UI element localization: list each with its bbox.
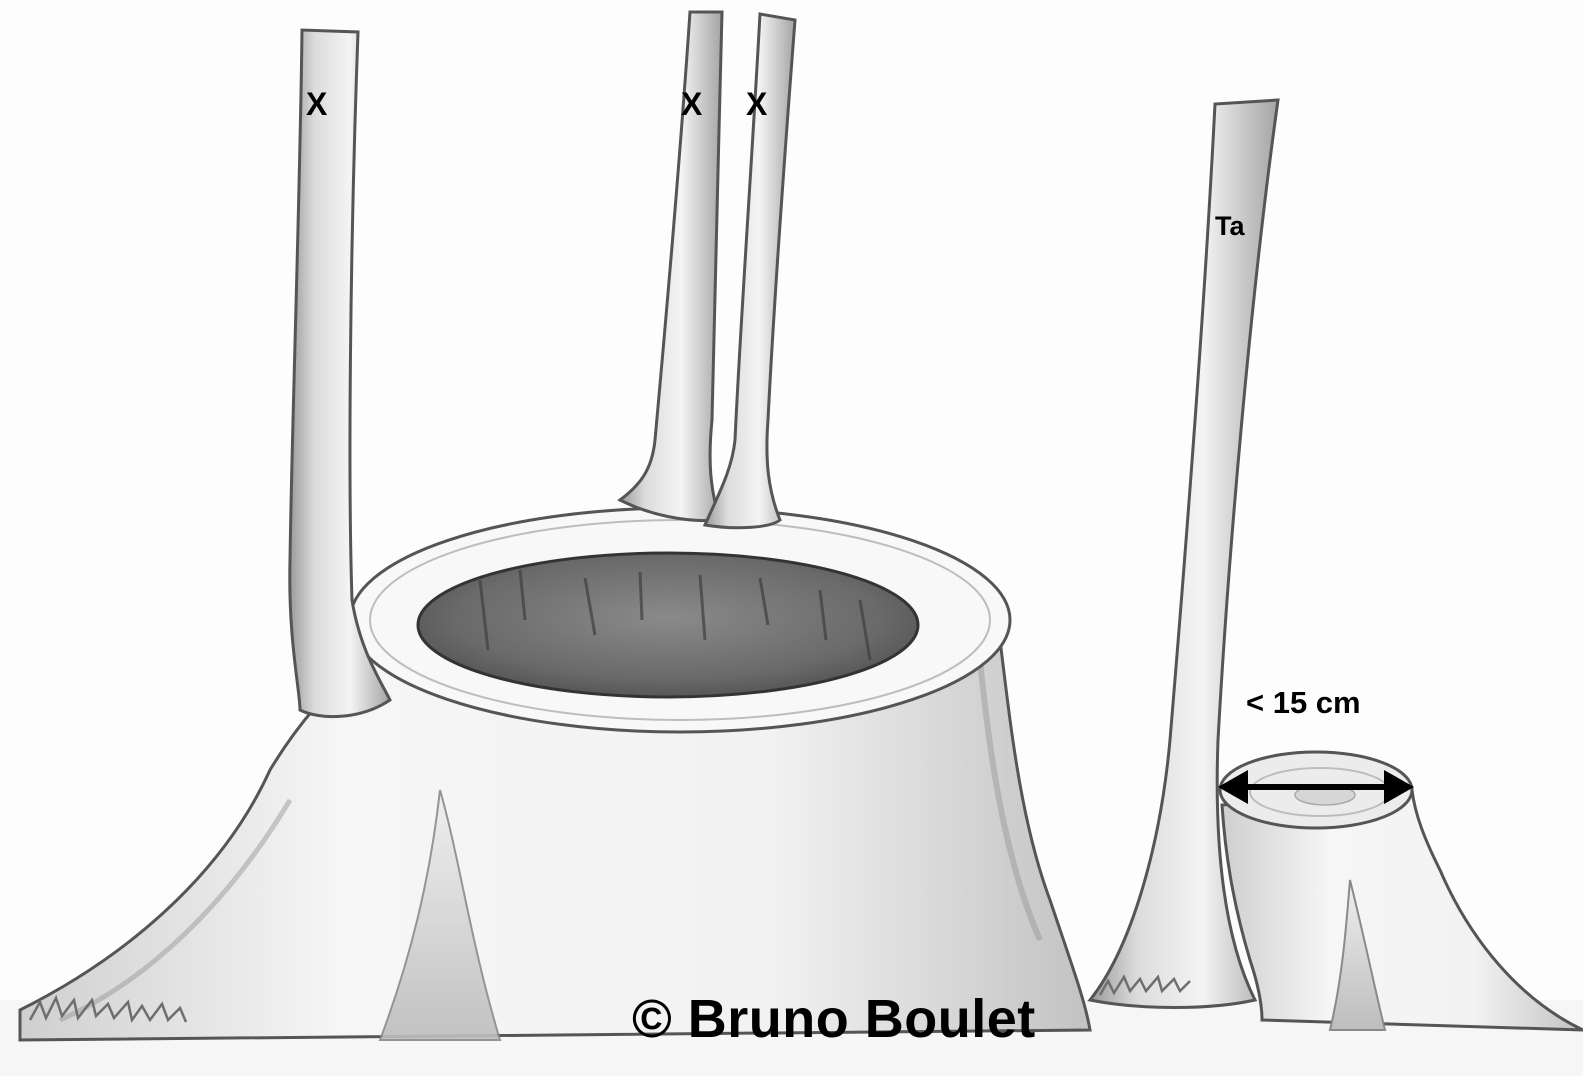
large-hollow-stump [20,508,1090,1040]
stump-hollow [418,553,918,697]
copyright-credit: © Bruno Boulet [632,988,1036,1050]
stem-middle-pair [620,12,795,528]
stem-middle-right-label: X [746,86,767,123]
stem-middle-left-label: X [681,86,702,123]
dimension-label: < 15 cm [1246,685,1361,721]
stem-left-label: X [306,86,327,123]
stem-right-label: Ta [1215,211,1245,242]
